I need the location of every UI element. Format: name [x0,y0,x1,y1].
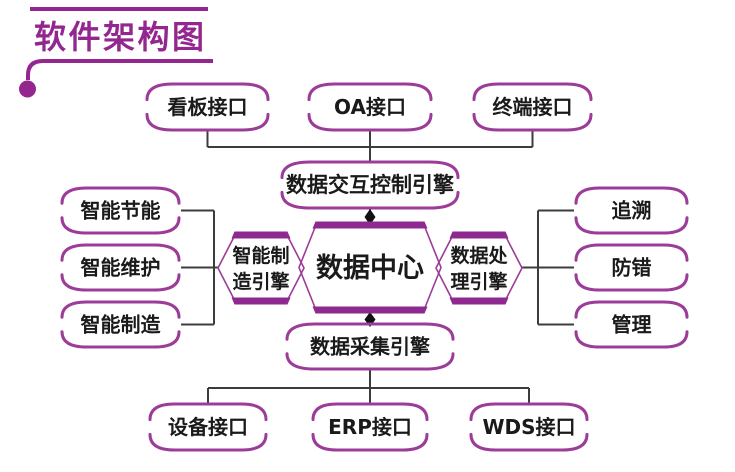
node-smart-manufacturing-shape [60,300,181,349]
title-block: 软件架构图 [19,7,213,98]
node-smart-energy-label: 智能节能 [81,199,161,223]
stadium-border-top [148,402,268,422]
stadium-border-bottom [60,330,181,349]
node-exchange-engine-shape [280,160,460,210]
connectors [181,130,574,404]
stadium-border-bottom [148,432,268,452]
node-trace-shape [574,186,689,235]
node-smart-maintenance-label: 智能维护 [81,256,161,280]
node-smart-energy-shape [60,186,181,235]
node-kanban-interface-label: 看板接口 [168,95,248,119]
node-processing-engine-shape [435,231,523,305]
node-erp-interface-shape [311,402,429,452]
stadium-border-bottom [574,330,689,349]
stadium-border-top [285,322,455,341]
title-dot-icon [19,80,36,98]
node-data-center-shape [298,221,442,314]
stadium-border-top [472,82,593,102]
title-underline-decoration [26,59,213,80]
stadium-border-top [60,243,181,262]
node-erp-interface-label: ERP接口 [328,415,412,439]
hex-top-bar [231,231,291,239]
node-terminal-interface-shape [472,82,593,132]
node-management-shape [574,300,689,349]
node-device-interface-shape [148,402,268,452]
stadium-border-top [311,402,429,422]
node-manufacturing-engine-shape [217,231,305,305]
node-manufacturing-engine-label-line1: 智能制 [232,244,289,267]
node-exchange-engine-label: 数据交互控制引擎 [286,173,454,197]
stadium-border-top [574,186,689,205]
stadium-border-bottom [311,432,429,452]
node-trace-label: 追溯 [612,199,652,223]
node-processing-engine-label-line1: 数据处 [450,244,508,267]
node-management-label: 管理 [612,313,652,337]
stadium-border-top [574,300,689,319]
node-manufacturing-engine-label-line2: 造引擎 [232,270,289,293]
stadium-border-top [280,160,460,180]
stadium-border-bottom [145,112,270,132]
hex-top-bar [449,231,509,239]
node-device-interface-label: 设备接口 [168,415,248,439]
stadium-border-bottom [574,216,689,235]
stadium-border-bottom [472,112,593,132]
stadium-border-top [145,82,270,102]
hex-side-lines [217,234,305,302]
stadium-border-bottom [469,432,589,452]
stadium-border-top [60,186,181,205]
stadium-border-bottom [60,216,181,235]
stadium-border-bottom [280,190,460,210]
node-terminal-interface-label: 终端接口 [493,95,573,119]
stadium-border-bottom [285,352,455,371]
stadium-border-top [574,243,689,262]
node-oa-interface-label: OA接口 [334,95,406,119]
node-smart-maintenance-shape [60,243,181,292]
node-error-proofing-shape [574,243,689,292]
stadium-border-bottom [60,273,181,292]
hex-top-bar [312,221,428,229]
hex-side-lines [435,234,523,302]
node-kanban-interface-shape [145,82,270,132]
stadium-border-bottom [307,112,433,132]
node-smart-manufacturing-label: 智能制造 [81,313,162,337]
stadium-border-top [307,82,433,102]
hex-bottom-bar [449,297,509,305]
node-wds-interface-label: WDS接口 [482,415,575,439]
hex-side-lines [298,224,442,311]
arrow-down-icon [364,209,376,225]
stadium-border-top [60,300,181,319]
node-wds-interface-shape [469,402,589,452]
page-title: 软件架构图 [34,18,207,56]
stadium-border-bottom [574,273,689,292]
node-collection-engine-shape [285,322,455,371]
stadium-border-top [469,402,589,422]
node-collection-engine-label: 数据采集引擎 [310,335,430,359]
hex-bottom-bar [312,306,428,314]
node-processing-engine-label-line2: 理引擎 [450,270,507,293]
node-oa-interface-shape [307,82,433,132]
node-error-proofing-label: 防错 [612,256,652,280]
hex-bottom-bar [231,297,291,305]
node-data-center-label: 数据中心 [316,253,424,284]
